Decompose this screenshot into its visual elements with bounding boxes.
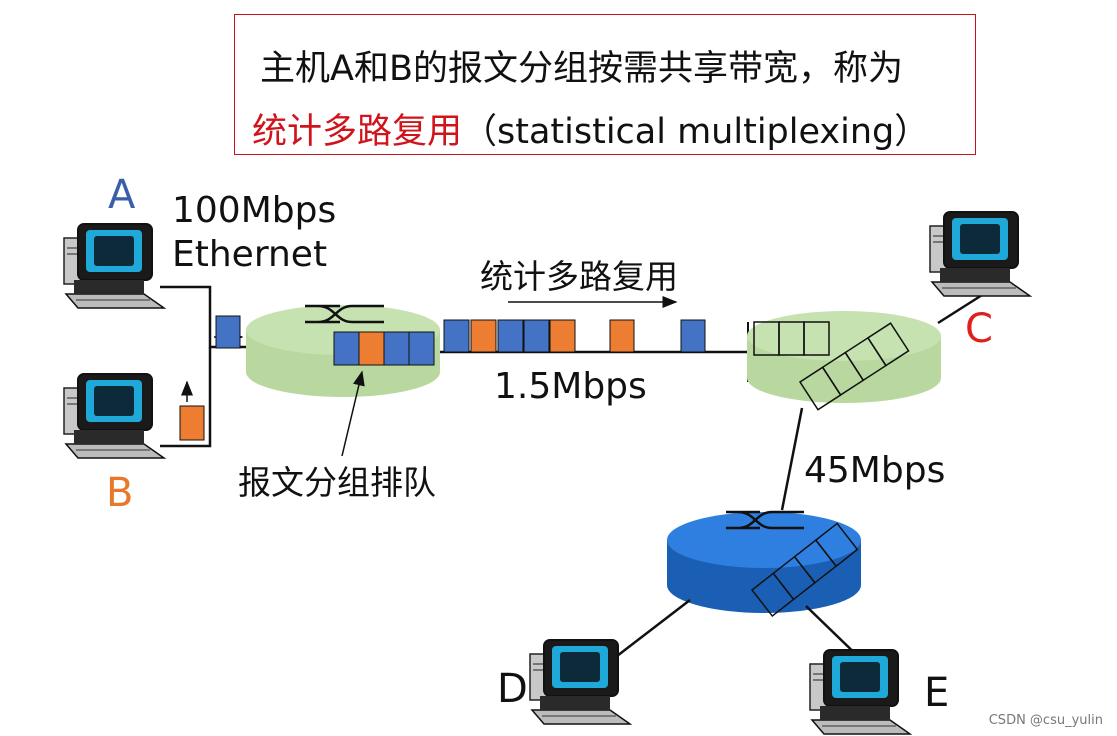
host-e-label: E (924, 670, 949, 716)
host-c-label: C (965, 306, 993, 352)
left-router-queue (334, 332, 434, 365)
watermark: CSDN @csu_yulin (989, 713, 1103, 728)
host-b-label: B (106, 470, 133, 516)
computer-a-icon (64, 224, 164, 308)
mux-label: 统计多路复用 (480, 250, 678, 298)
computer-b-icon (64, 374, 164, 458)
computer-e-icon (810, 650, 910, 734)
packets-on-link (444, 320, 705, 352)
queue-label: 报文分组排队 (238, 456, 436, 504)
lower-rate-label: 45Mbps (804, 450, 945, 491)
computer-d-icon (530, 640, 630, 724)
host-d-label: D (497, 666, 528, 712)
link-45mbps (782, 408, 802, 510)
computer-c-icon (930, 212, 1030, 296)
packet-b (180, 406, 204, 440)
ethernet-type-label: Ethernet (172, 234, 327, 275)
ethernet-rate-label: 100Mbps (172, 190, 336, 231)
core-rate-label: 1.5Mbps (494, 366, 647, 407)
packet-a (216, 316, 240, 348)
host-a-label: A (108, 172, 135, 218)
